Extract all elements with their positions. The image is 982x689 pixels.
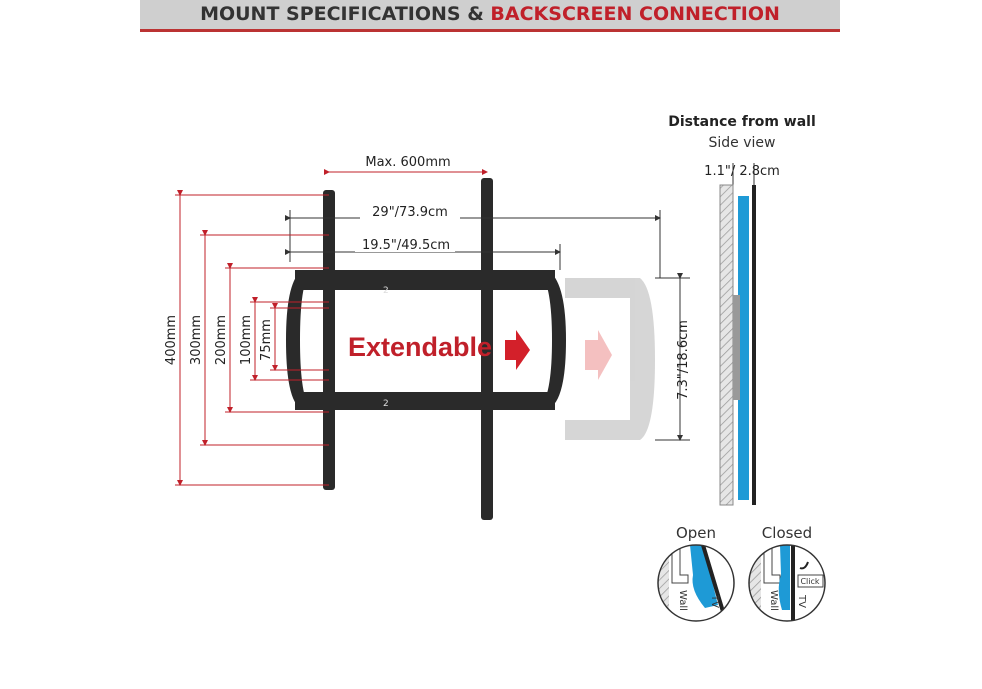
tv-label: TV bbox=[796, 594, 807, 608]
vesa-height-dimensions bbox=[175, 190, 329, 486]
extend-arrow-icon bbox=[505, 330, 530, 370]
ghost-extension bbox=[565, 278, 655, 440]
height-label: 7.3"/18.6cm bbox=[676, 320, 691, 400]
hole-mark: 2 bbox=[383, 399, 389, 409]
mount-frame: 2 2 bbox=[286, 178, 566, 520]
vesa-75-label: 75mm bbox=[259, 319, 274, 361]
tv-label: TV bbox=[709, 594, 720, 608]
open-label: Open bbox=[676, 524, 716, 542]
side-view-drawing bbox=[719, 163, 756, 506]
vesa-400-label: 400mm bbox=[164, 315, 179, 365]
closed-detail: Click Wall TV bbox=[748, 544, 826, 622]
collapsed-width-label: 19.5"/49.5cm bbox=[362, 238, 450, 253]
side-view-subtitle: Side view bbox=[709, 135, 776, 151]
max-width-label: Max. 600mm bbox=[365, 155, 450, 170]
extendable-label: Extendable bbox=[348, 332, 492, 362]
header-title: MOUNT SPECIFICATIONS & BACKSCREEN CONNEC… bbox=[200, 3, 780, 25]
wall-distance-label: 1.1"/ 2.8cm bbox=[704, 164, 780, 179]
hole-mark: 2 bbox=[383, 286, 389, 296]
vesa-300-label: 300mm bbox=[189, 315, 204, 365]
closed-label: Closed bbox=[762, 524, 812, 542]
click-arrow-icon bbox=[799, 561, 809, 570]
wall-label: Wall bbox=[768, 590, 779, 611]
open-detail: Wall TV bbox=[657, 544, 735, 622]
side-view-title: Distance from wall bbox=[668, 114, 816, 130]
click-label: Click bbox=[800, 577, 819, 586]
wall-label: Wall bbox=[677, 590, 688, 611]
extended-width-label: 29"/73.9cm bbox=[372, 205, 448, 220]
vesa-100-label: 100mm bbox=[239, 315, 254, 365]
vesa-200-label: 200mm bbox=[214, 315, 229, 365]
header-banner: MOUNT SPECIFICATIONS & BACKSCREEN CONNEC… bbox=[140, 0, 840, 32]
